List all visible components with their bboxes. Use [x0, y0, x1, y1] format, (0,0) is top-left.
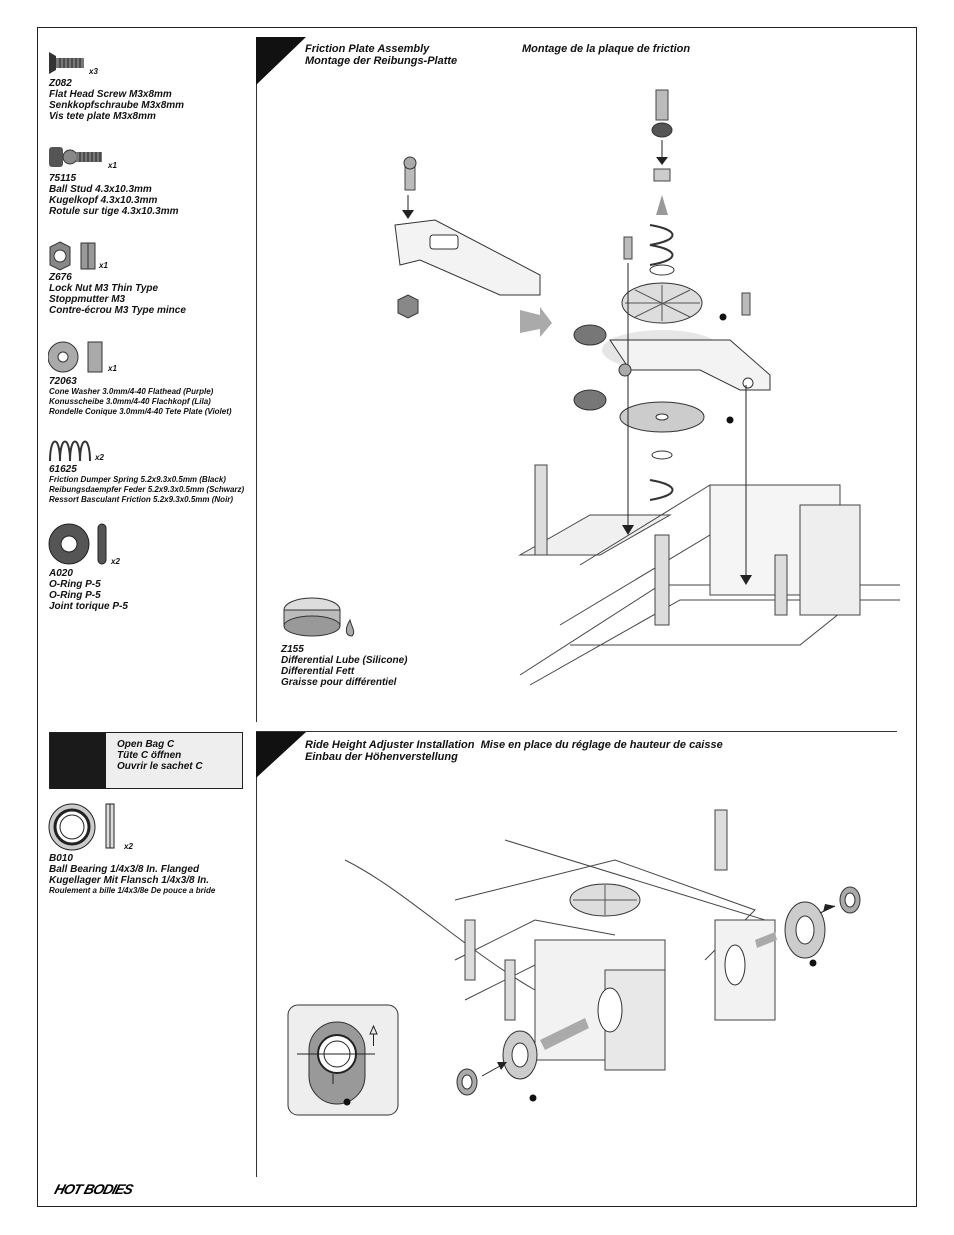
part-name-fr: Rondelle Conique 3.0mm/4-40 Tete Plate (… [49, 407, 232, 416]
part-name-de: Kugellager Mit Flansch 1/4x3/8 In. [49, 875, 210, 886]
part-code: Z676 [49, 272, 72, 283]
part-name-de: Konusscheibe 3.0mm/4-40 Flachkopf (Lila) [49, 397, 211, 406]
section1-title-de: Montage der Reibungs-Platte [305, 55, 458, 67]
differential-lube-icon [283, 597, 355, 637]
section1-title: Friction Plate Assembly Montage der Reib… [305, 43, 457, 67]
part-name-en: Ball Stud 4.3x10.3mm [49, 184, 152, 195]
part-name-fr: Roulement a bille 1/4x3/8e De pouce a br… [49, 886, 216, 895]
section-divider [256, 731, 897, 732]
part-72063: 72063 Cone Washer 3.0mm/4-40 Flathead (P… [49, 376, 249, 417]
part-code: 61625 [49, 464, 77, 475]
section2-title-fr-text: Mise en place du réglage de hauteur de c… [480, 739, 723, 751]
bag-text: Open Bag C Tüte C öffnen Ouvrir le sache… [117, 739, 203, 772]
section2-title-en-text: Ride Height Adjuster Installation [305, 739, 475, 751]
lube-name-de: Differential Fett [281, 666, 355, 677]
part-name-de: Stoppmutter M3 [49, 294, 126, 305]
part-z676: Z676 Lock Nut M3 Thin Type Stoppmutter M… [49, 272, 249, 316]
part-name-fr: Vis tete plate M3x8mm [49, 111, 156, 122]
part-a020: A020 O-Ring P-5 O-Ring P-5 Joint torique… [49, 568, 249, 612]
ball-stud-icon [49, 147, 102, 167]
lube-z155: Z155 Differential Lube (Silicone) Differ… [281, 644, 481, 688]
qty-a020: x2 [111, 557, 120, 566]
brand-logo: HOT BODIES [52, 1181, 135, 1197]
section2-title-de: Einbau der Höhenverstellung [305, 751, 458, 763]
qty-72063: x1 [108, 364, 117, 373]
open-bag-notice: Open Bag C Tüte C öffnen Ouvrir le sache… [49, 732, 243, 789]
section2-title: Ride Height Adjuster Installation Mise e… [305, 739, 723, 763]
cone-washer-icon [48, 341, 103, 373]
part-b010: B010 Ball Bearing 1/4x3/8 In. Flanged Ku… [49, 853, 249, 896]
ball-bearing-icon [48, 803, 115, 851]
spring-icon [49, 440, 91, 462]
lube-code: Z155 [281, 644, 304, 655]
ride-height-adjuster-illustration [344, 809, 861, 1102]
part-name-de: O-Ring P-5 [49, 590, 101, 601]
bag-line-fr: Ouvrir le sachet C [117, 761, 203, 772]
step-marker-2 [256, 732, 306, 778]
part-name-fr: Contre-écrou M3 Type mince [49, 305, 186, 316]
part-name-fr: Joint torique P-5 [49, 601, 128, 612]
part-z082: Z082 Flat Head Screw M3x8mm Senkkopfschr… [49, 78, 249, 122]
qty-61625: x2 [95, 453, 104, 462]
part-name-fr: Ressort Basculant Friction 5.2x9.3x0.5mm… [49, 495, 234, 504]
bearing-orientation-inset [287, 1004, 399, 1116]
section2-title-en: Ride Height Adjuster Installation Mise e… [305, 739, 723, 751]
step-marker-1 [256, 37, 306, 85]
part-name-de: Kugelkopf 4.3x10.3mm [49, 195, 158, 206]
bag-line-en: Open Bag C [117, 739, 175, 750]
part-name-en: Ball Bearing 1/4x3/8 In. Flanged [49, 864, 200, 875]
part-name-en: Lock Nut M3 Thin Type [49, 283, 159, 294]
column-divider-top [256, 37, 257, 722]
o-ring-icon [48, 523, 107, 565]
part-code: A020 [49, 568, 73, 579]
part-name-en: Flat Head Screw M3x8mm [49, 89, 172, 100]
section1-title-en: Friction Plate Assembly [305, 43, 430, 55]
part-name-de: Senkkopfschraube M3x8mm [49, 100, 185, 111]
bag-marker [50, 733, 106, 789]
part-code: Z082 [49, 78, 72, 89]
qty-z082: x3 [89, 67, 98, 76]
friction-plate-assembly-illustration [394, 89, 900, 686]
part-name-de: Reibungsdaempfer Feder 5.2x9.3x0.5mm (Sc… [49, 485, 245, 494]
lock-nut-icon [49, 241, 96, 271]
part-61625: 61625 Friction Dumper Spring 5.2x9.3x0.5… [49, 464, 249, 505]
section1-title-fr: Montage de la plaque de friction [522, 43, 691, 55]
qty-b010: x2 [124, 842, 133, 851]
qty-75115: x1 [108, 161, 117, 170]
qty-z676: x1 [99, 261, 108, 270]
part-name-fr: Rotule sur tige 4.3x10.3mm [49, 206, 179, 217]
bag-line-de: Tüte C öffnen [117, 750, 182, 761]
part-code: 72063 [49, 376, 77, 387]
flat-head-screw-icon [49, 52, 84, 74]
lube-name-fr: Graisse pour différentiel [281, 677, 397, 688]
lube-name-en: Differential Lube (Silicone) [281, 655, 408, 666]
column-divider-bottom [256, 731, 257, 1177]
part-name-en: Friction Dumper Spring 5.2x9.3x0.5mm (Bl… [49, 475, 226, 484]
part-name-en: O-Ring P-5 [49, 579, 101, 590]
page-frame [37, 27, 917, 1207]
part-code: 75115 [49, 173, 77, 184]
part-75115: 75115 Ball Stud 4.3x10.3mm Kugelkopf 4.3… [49, 173, 249, 217]
part-name-en: Cone Washer 3.0mm/4-40 Flathead (Purple) [49, 387, 214, 396]
part-code: B010 [49, 853, 73, 864]
